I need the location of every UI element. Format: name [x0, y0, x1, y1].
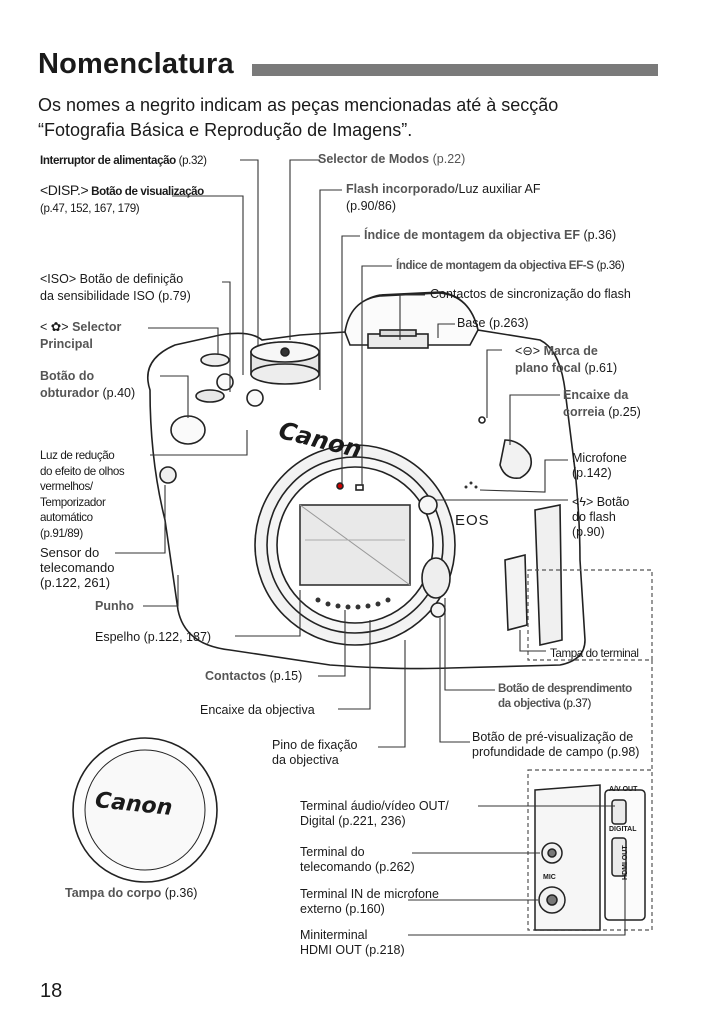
label-lens-release: Botão de desprendimento da objectiva (p.…	[498, 682, 632, 710]
label-terminal-cover: Tampa do terminal	[550, 647, 639, 660]
label-strap-mount: Encaixe da	[563, 388, 629, 402]
label-grip: Punho	[95, 599, 134, 613]
label-mode-dial: Selector de Modos (p.22)	[318, 152, 466, 166]
label-lens-mount: Encaixe da objectiva	[200, 703, 315, 717]
label-hdmi: Miniterminal HDMI OUT (p.218)	[300, 928, 405, 957]
label-disp-ref: (p.47, 152, 167, 179)	[40, 202, 140, 215]
label-main-dial: < ✿> Selector	[40, 320, 122, 334]
main-dial-icon: ✿	[50, 320, 62, 334]
label-strap-line2: correia (p.25)	[563, 405, 641, 419]
page-number: 18	[40, 980, 63, 1002]
port-label-av: A/V OUT	[609, 786, 638, 793]
label-focal-plane: <⊖> Marca de	[515, 344, 598, 358]
label-microphone: Microfone (p.142)	[572, 451, 627, 480]
label-mirror: Espelho (p.122, 187)	[95, 630, 212, 644]
label-body-cap: Tampa do corpo (p.36)	[65, 886, 198, 900]
label-power-switch: Interruptor de alimentação (p.32)	[40, 154, 207, 167]
label-remote-terminal: Terminal do telecomando (p.262)	[300, 845, 415, 874]
label-main-dial-line2: Principal	[40, 337, 93, 351]
intro-text: Os nomes a negrito indicam as peças menc…	[38, 95, 559, 140]
label-mic-in: Terminal IN de microfone externo (p.160)	[300, 887, 439, 916]
label-av-out: Terminal áudio/vídeo OUT/ Digital (p.221…	[300, 799, 449, 828]
label-flash-button: <ϟ> Botão do flash (p.90)	[572, 495, 630, 539]
label-red-eye-lamp: Luz de redução do efeito de olhos vermel…	[40, 449, 125, 540]
label-dof-preview: Botão de pré-visualização de profundidad…	[472, 730, 640, 759]
port-label-digital: DIGITAL	[609, 826, 637, 833]
model-badge: EOS	[455, 512, 490, 529]
label-lens-lock-pin: Pino de fixação da objectiva	[272, 738, 358, 767]
label-ef-index: Índice de montagem da objectiva EF (p.36…	[364, 228, 617, 242]
label-efs-index: Índice de montagem da objectiva EF-S (p.…	[396, 259, 625, 272]
body-cap-illustration	[72, 737, 218, 883]
port-label-mic: MIC	[543, 874, 556, 881]
label-flash-sync: Contactos de sincronização do flash	[430, 287, 631, 301]
title-bar	[252, 64, 658, 76]
label-shutter-line2: obturador (p.40)	[40, 386, 136, 400]
label-flash: Flash incorporado/Luz auxiliar AF	[346, 182, 541, 196]
flash-icon: ϟ	[579, 495, 586, 509]
label-disp-button: <DISP.> Botão de visualização	[40, 182, 204, 199]
label-shutter-button: Botão do	[40, 369, 95, 383]
label-iso-button: <ISO> Botão de definição	[40, 272, 184, 286]
label-flash-ref: (p.90/86)	[346, 199, 397, 213]
label-focal-plane-line2: plano focal (p.61)	[515, 361, 618, 375]
leader-lines	[115, 159, 626, 936]
label-hot-shoe: Base (p.263)	[457, 316, 529, 330]
port-label-hdmi: HDMI OUT	[622, 845, 629, 880]
focal-plane-icon: ⊖	[522, 344, 533, 358]
label-iso-line2: da sensibilidade ISO (p.79)	[40, 289, 191, 303]
terminal-inset-illustration	[534, 784, 646, 931]
label-remote-sensor: Sensor do telecomando (p.122, 261)	[40, 545, 115, 590]
page-title: Nomenclatura	[38, 48, 234, 80]
camera-body-illustration	[147, 291, 586, 670]
label-contacts: Contactos (p.15)	[205, 669, 303, 683]
